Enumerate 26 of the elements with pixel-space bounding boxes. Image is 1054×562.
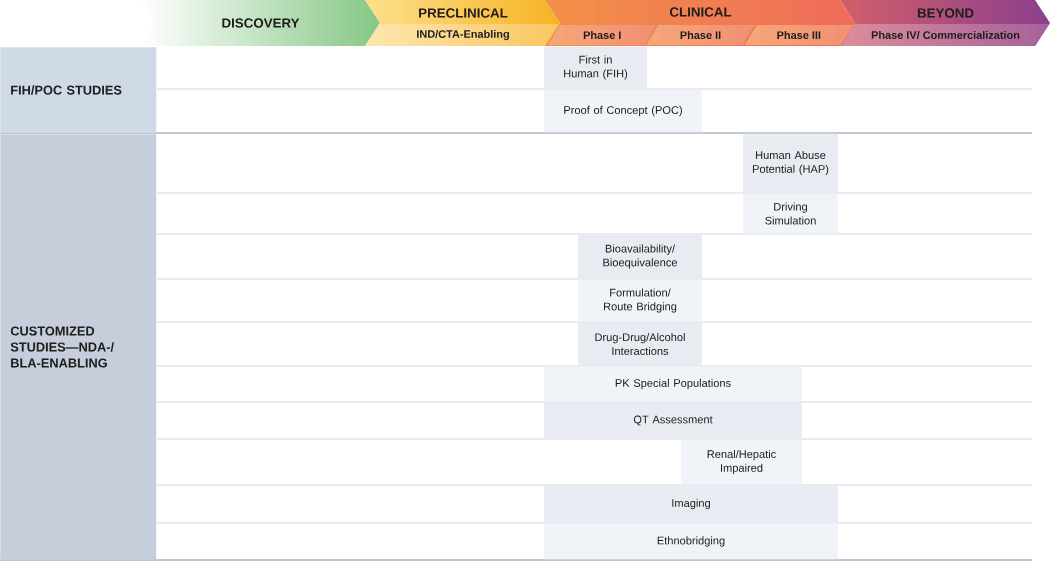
phase-tab: Phase III <box>744 25 853 45</box>
study-bar: Drug-Drug/Alcohol Interactions <box>578 322 702 366</box>
study-bar: QT Assessment <box>544 402 802 439</box>
study-bar: Proof of Concept (POC) <box>544 89 702 133</box>
study-bar: Imaging <box>544 485 838 523</box>
node-label: DISCOVERY <box>222 18 300 28</box>
row-header: CUSTOMIZED STUDIES—NDA-/ BLA-ENABLING <box>0 134 157 560</box>
node-label: Phase IV/ Commercialization <box>871 30 1020 40</box>
node-label: Phase I <box>583 30 621 40</box>
study-bar: First in Human (FIH) <box>544 46 647 89</box>
study-bar: Renal/Hepatic Impaired <box>681 439 802 485</box>
phase-tab: Phase I <box>548 25 657 45</box>
study-bar: Ethnobridging <box>544 523 838 560</box>
study-bar: PK Special Populations <box>544 366 802 402</box>
study-bar: Driving Simulation <box>743 193 838 234</box>
study-bar: Bioavailability/ Bioequivalence <box>578 234 702 279</box>
node-label: BEYOND <box>917 8 974 18</box>
stage-band: BEYOND Phase IV/ Commercialization <box>840 0 1050 46</box>
node-label: PRECLINICAL <box>419 8 508 18</box>
study-bar: Formulation/ Route Bridging <box>578 279 702 322</box>
phase-tab: Phase II <box>646 25 755 45</box>
row-header: FIH/POC STUDIES <box>0 47 157 133</box>
study-bar: Human Abuse Potential (HAP) <box>743 133 838 193</box>
stage-band: PRECLINICAL IND/CTA-Enabling <box>365 0 560 46</box>
node-label: IND/CTA-Enabling <box>417 29 509 41</box>
node-label: CLINICAL <box>669 7 732 17</box>
